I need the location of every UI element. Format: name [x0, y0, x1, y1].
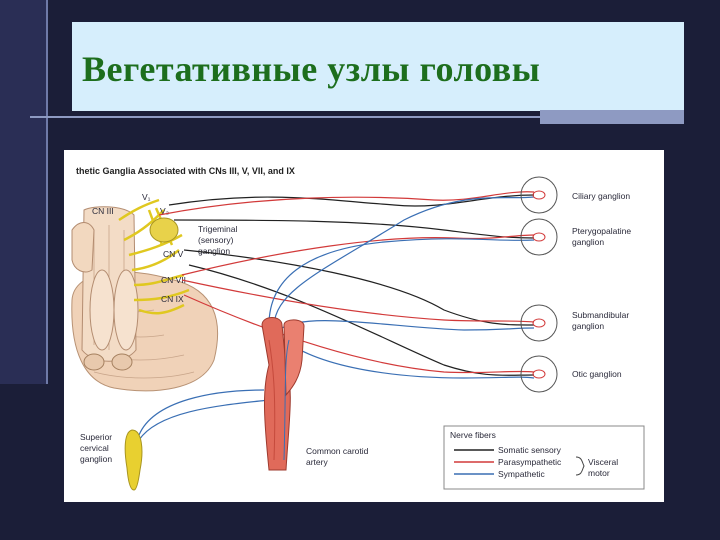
legend-para: Parasympathetic [498, 457, 562, 467]
left-accent-bar [0, 0, 48, 384]
superior-cervical-ganglion-shape [124, 429, 143, 491]
label-trigeminal-3: ganglion [198, 246, 230, 256]
brainstem-illustration [71, 206, 219, 392]
legend-title: Nerve fibers [450, 430, 496, 440]
legend: Nerve fibers Somatic sensory Parasympath… [443, 425, 645, 490]
label-submandibular-2: ganglion [572, 321, 604, 331]
title-divider-block [540, 110, 684, 124]
nerve-fibers [138, 191, 535, 441]
label-cn7: CN VII [161, 275, 186, 285]
label-pterygopalatine-2: ganglion [572, 237, 604, 247]
label-v1: V₁ [142, 192, 151, 202]
label-scg-2: cervical [80, 443, 109, 453]
label-otic: Otic ganglion [572, 369, 622, 379]
label-v2: V₂ [160, 206, 169, 216]
anatomy-figure: thetic Ganglia Associated with CNs III, … [64, 150, 664, 502]
label-cn9: CN IX [161, 294, 184, 304]
label-carotid-1: Common carotid [306, 446, 369, 456]
figure-heading: thetic Ganglia Associated with CNs III, … [76, 166, 295, 176]
label-scg-3: ganglion [80, 454, 112, 464]
title-divider [30, 116, 684, 118]
trigeminal-ganglion-shape [149, 217, 179, 243]
label-scg-1: Superior [80, 432, 112, 442]
label-trigeminal-1: Trigeminal [198, 224, 237, 234]
label-carotid-2: artery [306, 457, 328, 467]
label-cn5: CN V [163, 249, 184, 259]
label-pterygopalatine-1: Pterygopalatine [572, 226, 631, 236]
legend-visceral-2: motor [588, 468, 610, 478]
legend-somatic: Somatic sensory [498, 445, 562, 455]
label-submandibular-1: Submandibular [572, 310, 629, 320]
ganglia-diagram: thetic Ganglia Associated with CNs III, … [71, 166, 645, 491]
label-trigeminal-2: (sensory) [198, 235, 234, 245]
ganglia-markers [520, 176, 558, 393]
slide-title: Вегетативные узлы головы [82, 49, 541, 89]
legend-symp: Sympathetic [498, 469, 546, 479]
label-cn3: CN III [92, 206, 114, 216]
label-ciliary: Ciliary ganglion [572, 191, 630, 201]
carotid-artery-illustration [261, 317, 305, 471]
legend-brace [575, 456, 585, 476]
legend-visceral-1: Visceral [588, 457, 618, 467]
title-panel: Вегетативные узлы головы [72, 22, 684, 111]
